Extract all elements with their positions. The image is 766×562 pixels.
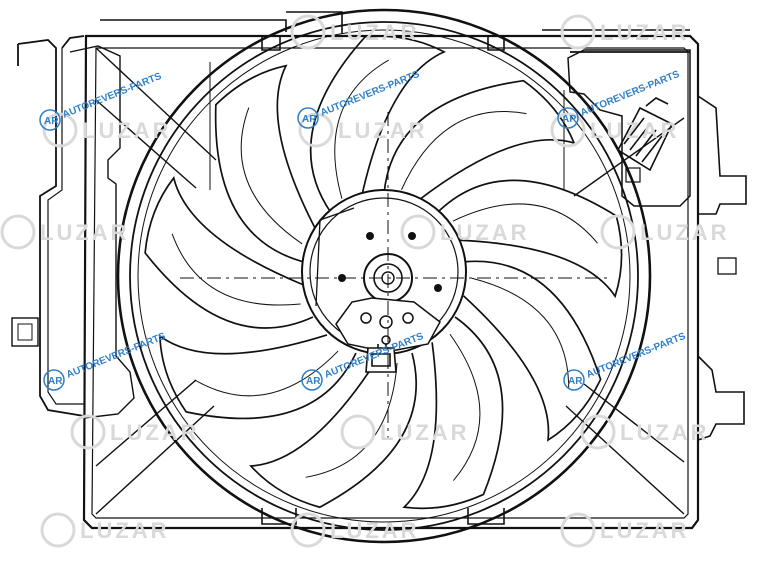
luzar-logo-icon (550, 112, 586, 148)
luzar-logo-icon (70, 414, 106, 450)
center-lines (180, 112, 610, 440)
luzar-watermark: LUZAR (82, 118, 172, 143)
autorevers-logo-letters: AR (562, 114, 577, 125)
luzar-logo-icon (560, 14, 596, 50)
luzar-watermark: LUZAR (440, 220, 530, 245)
fan-blade (402, 316, 504, 510)
luzar-logo-icon (0, 214, 36, 250)
luzar-logo-icon (298, 112, 334, 148)
luzar-logo-icon (40, 512, 76, 548)
luzar-watermark: LUZAR (330, 20, 420, 45)
fan-blade (383, 79, 576, 202)
luzar-watermark: LUZAR (590, 118, 680, 143)
blade-spar (452, 203, 598, 244)
resistor-connector (616, 97, 674, 183)
autorevers-logo-letters: AR (302, 114, 317, 125)
luzar-watermark: LUZAR (338, 118, 428, 143)
autorevers-logo-icon (563, 369, 585, 391)
right-mount-bracket (567, 49, 747, 441)
luzar-logo-icon (42, 112, 78, 148)
fan-blade (249, 352, 417, 509)
autorevers-logo-letters: AR (568, 376, 583, 387)
autorevers-logo-letters: AR (306, 376, 321, 387)
autorevers-logo-icon (43, 369, 65, 391)
luzar-watermark: LUZAR (620, 420, 710, 445)
left-mount-bracket (11, 35, 135, 419)
blade-spar (240, 107, 303, 245)
autorevers-logo-letters: AR (44, 116, 59, 127)
fan-ring (116, 8, 652, 544)
luzar-logo-icon (580, 414, 616, 450)
fan-blade (462, 260, 602, 442)
autorevers-logo-icon (301, 369, 323, 391)
fan-blades (144, 35, 623, 510)
fan-blade (144, 176, 314, 329)
fan-blade (158, 334, 357, 420)
autorevers-logo-letters: AR (48, 376, 63, 387)
autorevers-watermark: AUTOREVERS-PARTS (585, 331, 687, 381)
luzar-watermark: LUZAR (80, 518, 170, 543)
fan-blade (214, 64, 317, 263)
blade-spar (334, 59, 389, 199)
luzar-watermark: LUZAR (330, 518, 420, 543)
luzar-logo-icon (290, 14, 326, 50)
fan-blade (436, 179, 623, 299)
blade-spar (194, 350, 339, 397)
luzar-watermark: LUZAR (110, 420, 200, 445)
fan-blade (309, 35, 447, 214)
autorevers-logo-icon (297, 107, 319, 129)
shroud-frame (82, 11, 700, 530)
luzar-watermark: LUZAR (600, 20, 690, 45)
luzar-logo-icon (290, 512, 326, 548)
autorevers-logo-icon (557, 107, 579, 129)
luzar-watermark: LUZAR (600, 518, 690, 543)
autorevers-watermark: AUTOREVERS-PARTS (579, 69, 681, 119)
autorevers-logo-icon (39, 109, 61, 131)
blade-spar (171, 233, 301, 306)
luzar-logo-icon (560, 512, 596, 548)
luzar-watermark: LUZAR (380, 420, 470, 445)
frame-struts (95, 47, 685, 515)
luzar-watermark: LUZAR (640, 220, 730, 245)
motor-plate (335, 297, 441, 353)
luzar-logo-icon (340, 414, 376, 450)
luzar-watermark: LUZAR (40, 220, 130, 245)
blade-spar (401, 111, 527, 190)
luzar-logo-icon (400, 214, 436, 250)
blade-spar (449, 333, 481, 481)
luzar-logo-icon (600, 214, 636, 250)
blade-spar (471, 277, 570, 389)
